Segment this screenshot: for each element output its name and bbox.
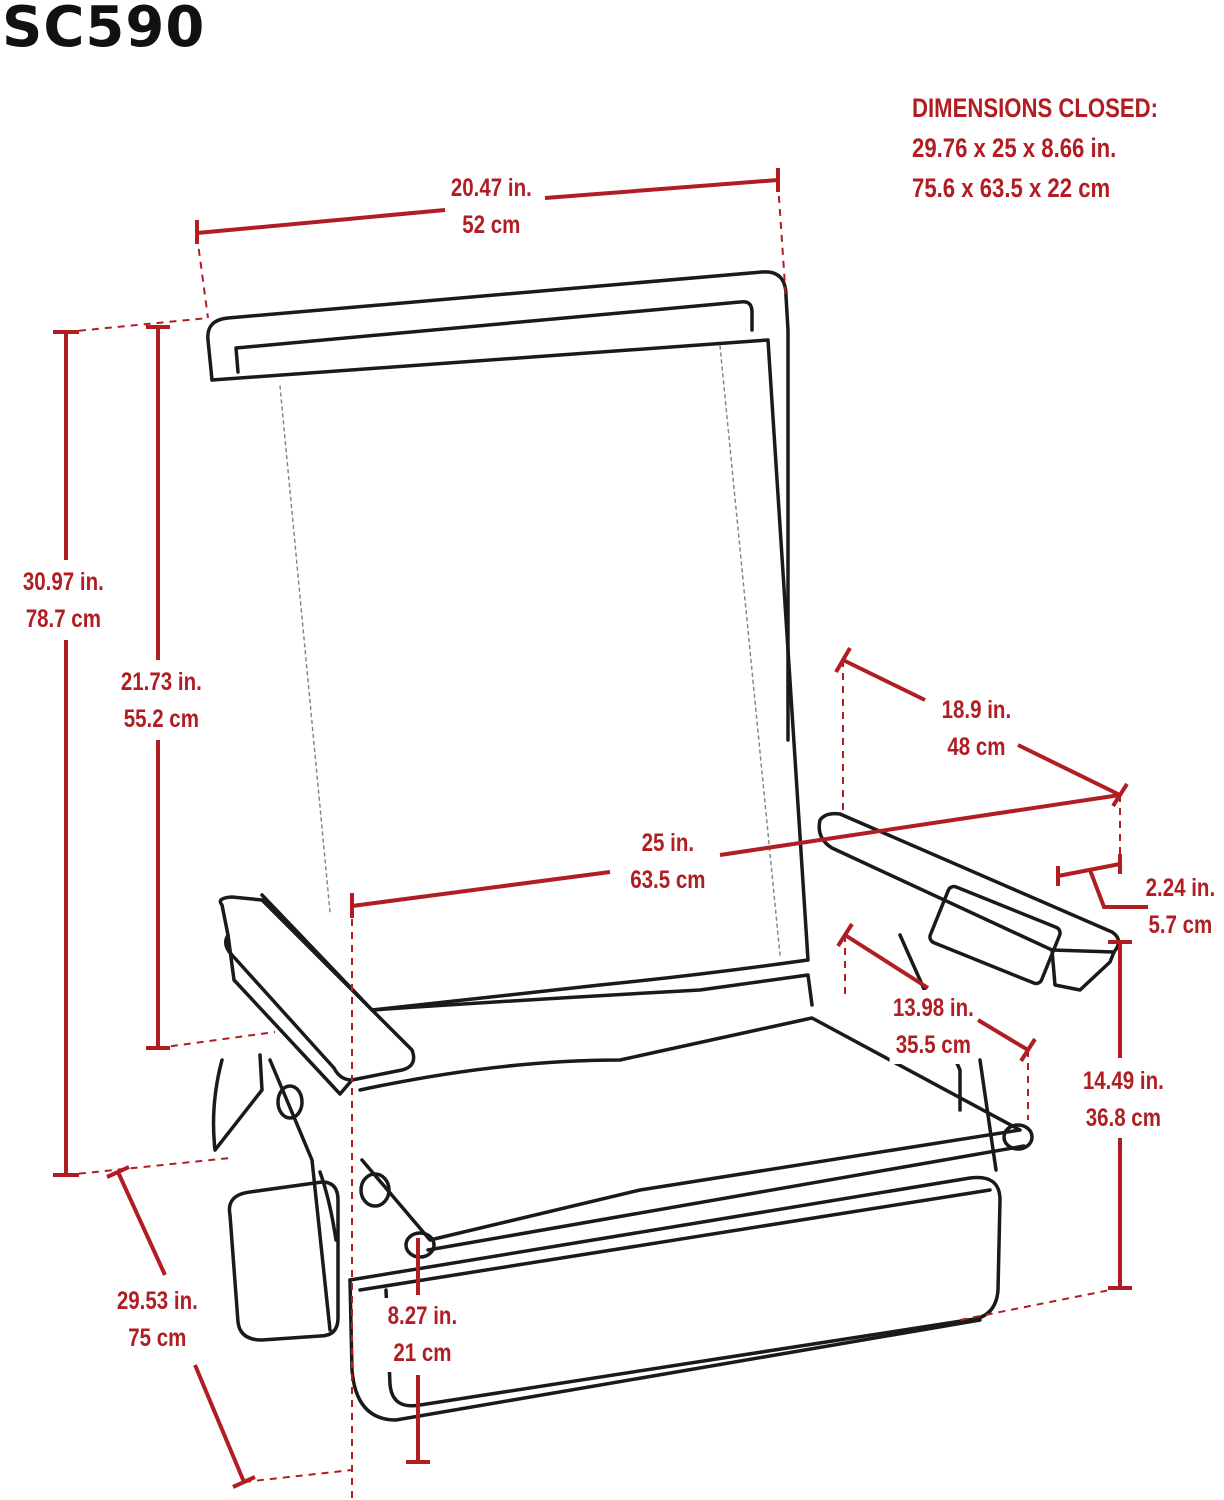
label-depth: 18.9 in. 48 cm bbox=[938, 692, 1015, 766]
dim-line-width-a bbox=[351, 870, 611, 908]
back-frame-inner bbox=[234, 299, 754, 374]
seat-fabric bbox=[358, 1016, 1022, 1242]
ext-back-width-r bbox=[777, 182, 787, 301]
base-rail bbox=[358, 1188, 992, 1292]
ext-back-height-b bbox=[157, 1031, 276, 1049]
dim-line-depth-b bbox=[1017, 743, 1121, 797]
dim-line-depth-a bbox=[842, 658, 926, 702]
label-total-height: 30.97 in. 78.7 cm bbox=[19, 564, 108, 638]
left-armrest-side bbox=[226, 933, 354, 1096]
dim-line-overall-depth-b bbox=[193, 1364, 246, 1483]
back-stitch-left bbox=[279, 385, 331, 913]
side-pouch bbox=[227, 1180, 340, 1342]
ext-back-width-l bbox=[196, 235, 209, 319]
side-pouch-flap bbox=[318, 1170, 338, 1242]
back-lower-strap bbox=[370, 973, 814, 1012]
ext-arm-height-b bbox=[959, 1287, 1121, 1321]
dim-line-seat-depth-b bbox=[976, 1018, 1030, 1052]
label-back-width: 20.47 in. 52 cm bbox=[447, 170, 536, 244]
left-armrest bbox=[218, 895, 416, 1082]
right-armrest-side bbox=[1050, 948, 1116, 992]
seat-front-bar bbox=[426, 1144, 1026, 1252]
base-frame bbox=[348, 1175, 1002, 1408]
label-arm-height: 14.49 in. 36.8 cm bbox=[1079, 1063, 1168, 1137]
strap-loop bbox=[211, 1053, 264, 1152]
closed-imperial: 29.76 x 25 x 8.66 in. bbox=[912, 133, 1117, 163]
dim-line-back-width-b bbox=[544, 178, 779, 200]
dim-line-back-width-a bbox=[196, 208, 446, 235]
label-seat-height: 8.27 in. 21 cm bbox=[384, 1298, 461, 1372]
closed-heading: DIMENSIONS CLOSED: bbox=[912, 93, 1159, 123]
dim-line-armrest bbox=[1057, 862, 1121, 878]
label-armrest-width: 2.24 in. 5.7 cm bbox=[1145, 874, 1216, 939]
back-stitch-right bbox=[719, 345, 781, 956]
dim-line-width-b bbox=[719, 793, 1121, 857]
label-width: 25 in. 63.5 cm bbox=[626, 825, 709, 899]
dimension-lines bbox=[53, 168, 1148, 1500]
frame-joint bbox=[276, 1084, 304, 1120]
model-number: SC590 bbox=[2, 0, 206, 60]
label-back-height: 21.73 in. 55.2 cm bbox=[117, 664, 206, 738]
dim-line-overall-depth-a bbox=[116, 1171, 167, 1276]
leader-armrest bbox=[1088, 869, 1148, 909]
back-fabric bbox=[210, 338, 810, 1012]
closed-dimensions: DIMENSIONS CLOSED: 29.76 x 25 x 8.66 in.… bbox=[912, 88, 1158, 208]
rear-leg-center bbox=[898, 933, 962, 1112]
seat-rear-bar bbox=[359, 1172, 391, 1208]
rear-leg-left bbox=[268, 1058, 332, 1332]
right-arm-pocket bbox=[928, 884, 1062, 986]
tick-overall-depth-t bbox=[106, 1165, 130, 1179]
ext-total-height-t bbox=[65, 317, 209, 333]
dim-line-seat-depth-a bbox=[843, 933, 930, 990]
seat-front-bar-right bbox=[1002, 1123, 1034, 1151]
rear-leg-right bbox=[978, 1058, 998, 1172]
closed-metric: 75.6 x 63.5 x 22 cm bbox=[912, 173, 1111, 203]
base-frame-inner bbox=[348, 1278, 982, 1422]
label-overall-depth: 29.53 in. 75 cm bbox=[113, 1283, 202, 1357]
ext-total-height-b bbox=[65, 1157, 231, 1176]
ext-overall-depth-b bbox=[243, 1469, 353, 1483]
label-seat-depth: 13.98 in. 35.5 cm bbox=[889, 990, 978, 1064]
